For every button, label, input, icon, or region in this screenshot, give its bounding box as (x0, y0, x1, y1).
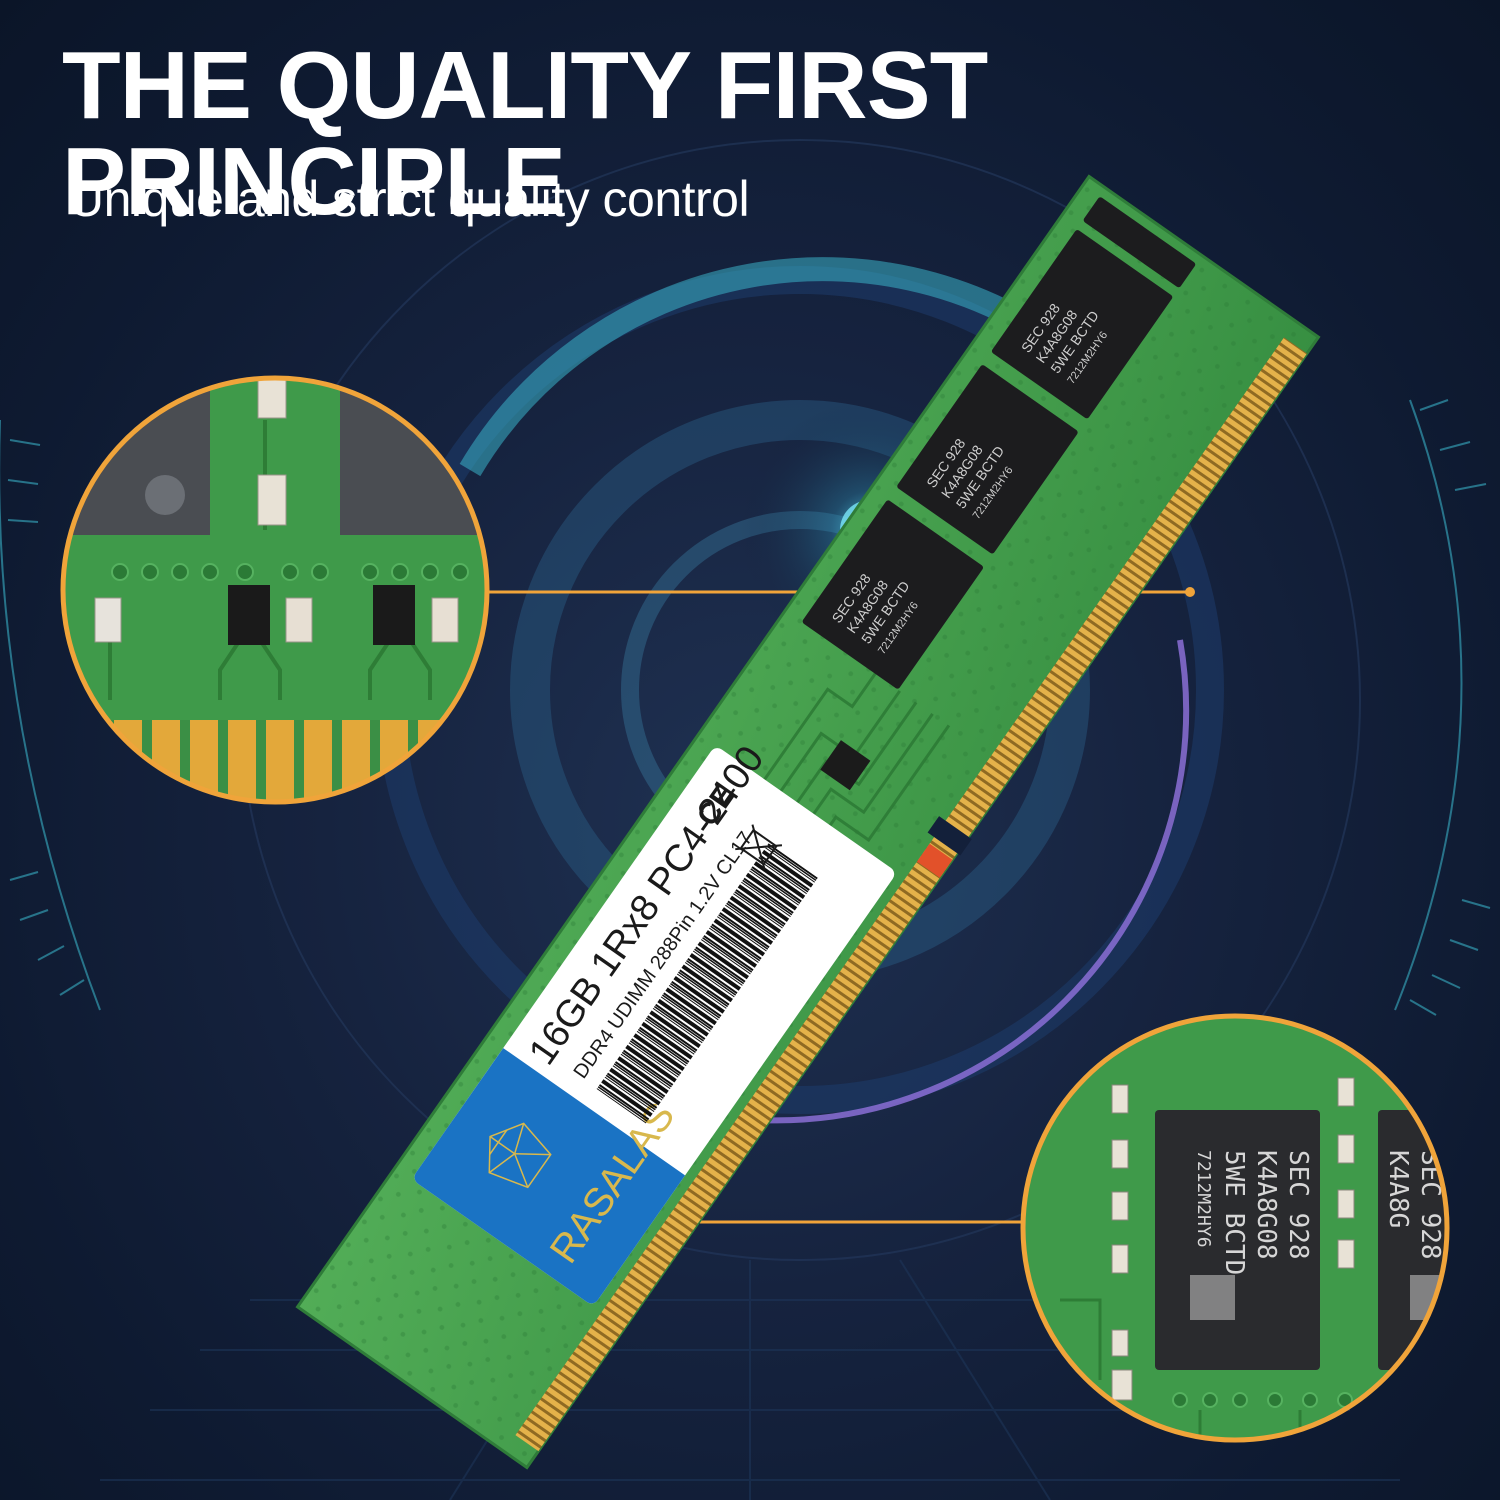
zoom-circle-chip: SEC 928 K4A8G08 5WE BCTD 7212M2HY6 SEC 9… (1020, 1013, 1450, 1443)
dram-chip-3: SEC 928 K4A8G08 5WE BCTD 7212M2HY6 (991, 230, 1173, 419)
orange-marker (916, 843, 953, 878)
barcode (596, 843, 818, 1124)
top-callout-dot (1185, 587, 1195, 597)
key-notch (927, 816, 972, 856)
subheadline: Unique and strict quality control (68, 171, 750, 227)
dram-chip-1: SEC 928 K4A8G08 5WE BCTD 7212M2HY6 (802, 500, 983, 689)
weee-bin-icon (735, 824, 783, 871)
small-ic (820, 740, 871, 791)
rasalas-logo-icon (488, 1122, 552, 1189)
headline: THE QUALITY FIRST PRINCIPLE (62, 32, 988, 235)
dram-chip-2: SEC 928 K4A8G08 5WE BCTD 7212M2HY6 (897, 365, 1078, 554)
svg-text:K4A8G: K4A8G (1383, 1150, 1413, 1228)
svg-text:SEC 928: SEC 928 (1415, 1150, 1445, 1260)
gold-contacts (515, 337, 1307, 1452)
svg-text:K4A8G08: K4A8G08 (1251, 1150, 1281, 1260)
zoom-circle-contacts (60, 375, 490, 805)
right-tick-arc (1394, 399, 1491, 1016)
svg-text:SEC 928: SEC 928 (1283, 1150, 1313, 1260)
dram-chip-4 (1083, 197, 1196, 288)
svg-text:5WE BCTD: 5WE BCTD (1219, 1150, 1249, 1275)
left-tick-arc (0, 420, 101, 1011)
svg-text:7212M2HY6: 7212M2HY6 (1193, 1150, 1214, 1248)
